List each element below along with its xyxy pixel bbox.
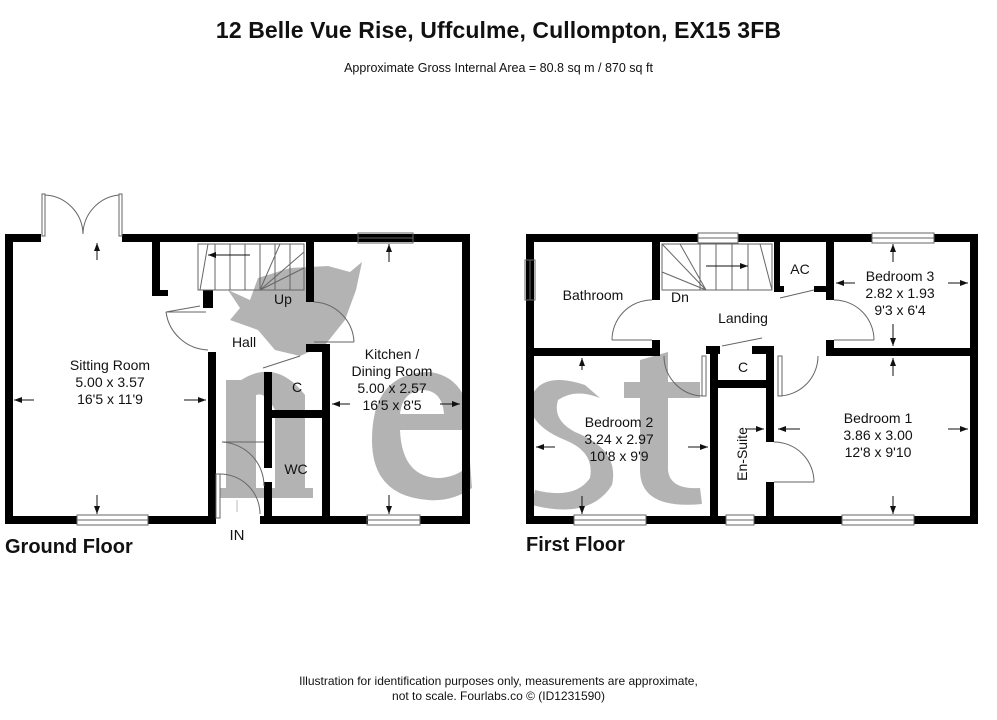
room-imperial-bedroom-3: 9'3 x 6'4 — [874, 302, 925, 318]
entrance-label: IN — [230, 527, 245, 544]
ground-floor-plan — [5, 234, 470, 524]
ground-floor-details — [14, 193, 460, 526]
room-metric-sitting-room: 5.00 x 3.57 — [75, 374, 144, 390]
room-name-landing: Landing — [718, 310, 768, 326]
page-title: 12 Belle Vue Rise, Uffculme, Cullompton,… — [215, 17, 782, 43]
room-imperial-kitchen: 16'5 x 8'5 — [362, 397, 421, 413]
first-floor-label: First Floor — [526, 534, 625, 556]
room-name-bedroom-3: Bedroom 3 — [866, 268, 935, 284]
room-metric-bedroom-2: 3.24 x 2.97 — [584, 431, 653, 447]
room-imperial-sitting-room: 16'5 x 11'9 — [77, 391, 143, 407]
room-name-hall: Hall — [232, 334, 256, 350]
room-name-wc: WC — [284, 461, 307, 477]
room-imperial-bedroom-2: 10'8 x 9'9 — [589, 448, 648, 464]
first-floor-plan — [526, 234, 978, 524]
disclaimer-line-1: Illustration for identification purposes… — [299, 674, 698, 688]
room-name-en-suite: En-Suite — [734, 427, 750, 481]
room-metric-bedroom-1: 3.86 x 3.00 — [843, 427, 912, 443]
room-metric-kitchen: 5.00 x 2.57 — [357, 380, 426, 396]
stairs-up-label: Up — [274, 291, 292, 307]
room-name-airing-cupboard: AC — [790, 261, 809, 277]
room-metric-bedroom-3: 2.82 x 1.93 — [865, 285, 934, 301]
room-name-bedroom-1: Bedroom 1 — [844, 410, 913, 426]
disclaimer-footer: Illustration for identification purposes… — [0, 674, 997, 704]
disclaimer-line-2: not to scale. Fourlabs.co © (ID1231590) — [392, 689, 605, 703]
room-name-cupboard: C — [292, 379, 302, 395]
room-imperial-bedroom-1: 12'8 x 9'10 — [845, 444, 912, 460]
room-name-sitting-room: Sitting Room — [70, 357, 150, 373]
gross-area-subtitle: Approximate Gross Internal Area = 80.8 s… — [344, 61, 653, 75]
room-name-cupboard-first: C — [738, 359, 748, 375]
first-floor-details — [524, 232, 968, 526]
room-name-kitchen: Kitchen / — [365, 346, 420, 362]
stairs-down-label: Dn — [671, 289, 689, 305]
room-name-bedroom-2: Bedroom 2 — [585, 414, 654, 430]
ground-floor-label: Ground Floor — [5, 536, 133, 558]
room-name-bathroom: Bathroom — [563, 287, 624, 303]
room-name-kitchen-2: Dining Room — [352, 363, 433, 379]
